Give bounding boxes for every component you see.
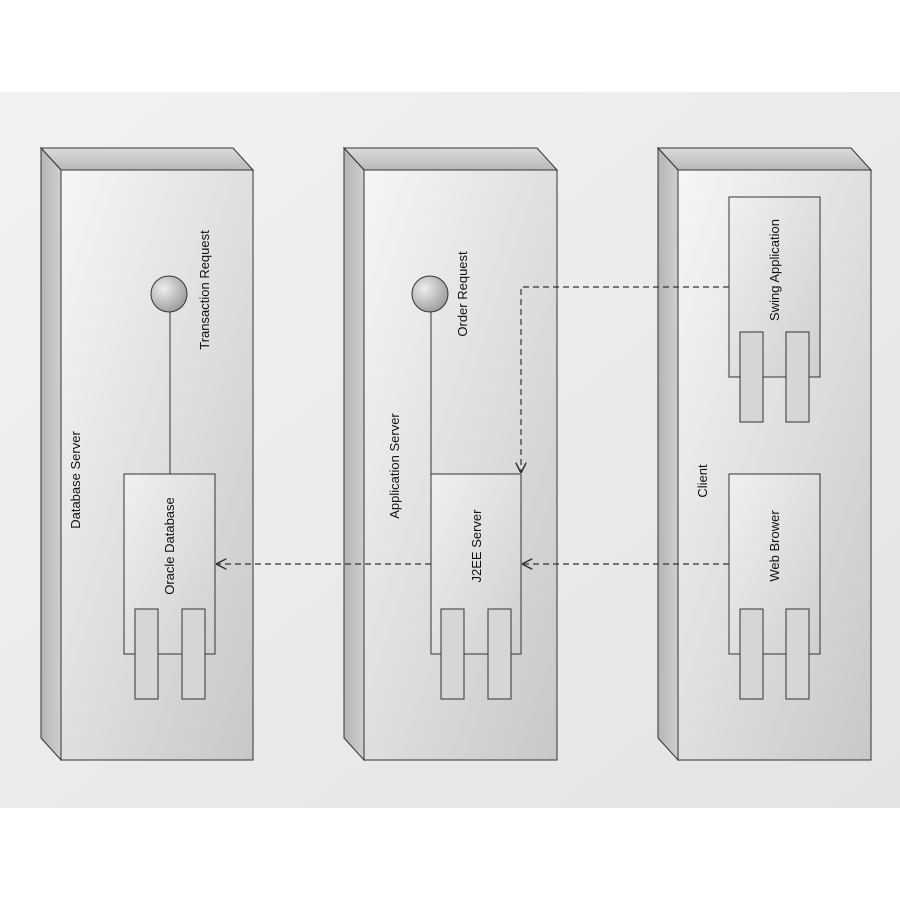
node-side-face [40,146,62,762]
component-port-icon [739,608,764,700]
node-label-application-server: Application Server [387,413,402,519]
component-port-icon [739,331,764,423]
component-port-icon [440,608,465,700]
interface-lollipop-icon [411,275,449,313]
node-label-client: Client [695,464,710,498]
component-j2ee-server: J2EE Server [430,473,522,700]
component-label-swing-application: Swing Application [767,219,782,321]
node-side-face [343,146,365,762]
node-top-face [656,147,873,171]
component-swing-application: Swing Application [728,196,821,423]
node-label-database-server: Database Server [68,431,83,529]
component-port-icon [487,608,512,700]
component-label-oracle-database: Oracle Database [162,497,177,595]
interface-order-request: Order Request [411,251,470,474]
interface-transaction-request: Transaction Request [150,230,212,474]
component-port-icon [134,608,159,700]
dependency-swing-application-to-j2ee-server [521,286,729,472]
component-web-browser: Web Brower [728,473,821,700]
node-top-face [39,147,255,171]
interface-label-order-request: Order Request [455,251,470,337]
interface-lollipop-icon [150,275,188,313]
component-port-icon [785,608,810,700]
node-side-face [657,146,679,762]
interface-label-transaction-request: Transaction Request [197,230,212,350]
component-label-web-browser: Web Brower [767,510,782,582]
node-top-face [342,147,559,171]
component-label-j2ee-server: J2EE Server [469,509,484,583]
component-oracle-database: Oracle Database [123,473,216,700]
component-port-icon [181,608,206,700]
component-port-icon [785,331,810,423]
